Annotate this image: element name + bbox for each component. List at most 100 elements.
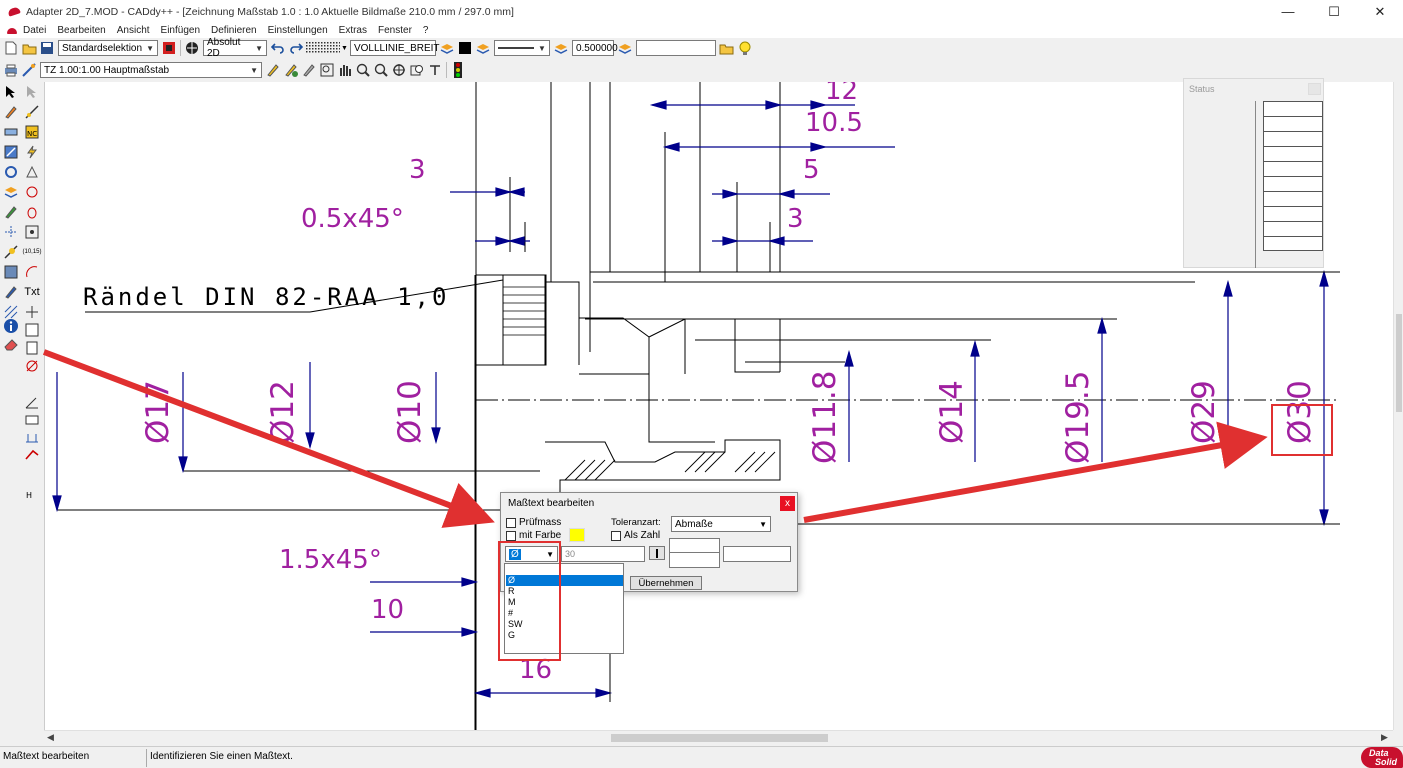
mit-farbe-checkbox-row[interactable]: mit Farbe xyxy=(506,530,561,541)
minimize-button[interactable]: — xyxy=(1281,4,1295,19)
scroll-left-icon[interactable]: ◀ xyxy=(47,732,54,742)
zoom-window-icon[interactable] xyxy=(319,62,335,78)
open-folder-icon[interactable] xyxy=(21,40,37,56)
snap-color-icon[interactable] xyxy=(161,40,177,56)
layers-tool-icon[interactable] xyxy=(3,184,19,200)
color-swatch-icon[interactable] xyxy=(457,40,473,56)
text-tool-label[interactable]: Txt xyxy=(24,286,40,298)
scale-tool-icon[interactable] xyxy=(21,62,37,78)
info-icon[interactable] xyxy=(3,318,19,334)
lightning-tool-icon[interactable] xyxy=(24,144,40,160)
new-file-icon[interactable] xyxy=(3,40,19,56)
selection-mode-select[interactable]: Standardselektion▼ xyxy=(58,40,158,56)
dim-label-dia-10[interactable]: Ø10 xyxy=(392,380,428,444)
dim-tool-icon[interactable] xyxy=(24,322,40,338)
chain-dim-icon[interactable] xyxy=(24,428,40,444)
zoom-previous-icon[interactable] xyxy=(409,62,425,78)
layer-folder-icon[interactable] xyxy=(719,40,735,56)
als-zahl-checkbox-row[interactable]: Als Zahl xyxy=(611,530,660,541)
dim-label-3-right[interactable]: 3 xyxy=(787,204,804,234)
dim-label-3-top[interactable]: 3 xyxy=(409,155,426,185)
pick-arrow-icon[interactable] xyxy=(24,84,40,100)
dimension-color-swatch[interactable] xyxy=(569,528,585,542)
print-icon[interactable] xyxy=(3,62,19,78)
dim-label-chamfer-top[interactable]: 0.5x45° xyxy=(301,204,404,234)
menu-help[interactable]: ? xyxy=(422,25,429,36)
pan-hand-icon[interactable] xyxy=(337,62,353,78)
dim-label-5[interactable]: 5 xyxy=(803,155,820,185)
mit-farbe-checkbox[interactable] xyxy=(506,530,516,541)
text-edit-icon[interactable] xyxy=(3,284,19,300)
menu-bearbeiten[interactable]: Bearbeiten xyxy=(57,25,106,36)
dim-label-dia-19-5[interactable]: Ø19.5 xyxy=(1060,370,1096,464)
dialog-close-button[interactable]: x xyxy=(780,496,795,511)
dim-label-dia-11-8[interactable]: Ø11.8 xyxy=(807,370,843,464)
select-arrow-icon[interactable] xyxy=(3,84,19,100)
dim-label-12[interactable]: 12 xyxy=(825,82,859,106)
zone-delete-icon[interactable] xyxy=(301,62,317,78)
layer-stack-icon[interactable] xyxy=(439,40,455,56)
rotate-tool-icon[interactable] xyxy=(3,164,19,180)
layer-stack-icon[interactable] xyxy=(475,40,491,56)
dim-label-10-5[interactable]: 10.5 xyxy=(805,108,863,138)
dim-label-dia-29[interactable]: Ø29 xyxy=(1186,380,1222,444)
measure-tool-icon[interactable] xyxy=(3,124,19,140)
snap-grid-icon[interactable] xyxy=(3,224,19,240)
dim-label-dia-12[interactable]: Ø12 xyxy=(265,380,301,444)
menu-datei[interactable]: Datei xyxy=(23,25,47,36)
close-button[interactable]: ✕ xyxy=(1374,3,1386,19)
dim-label-dia-17[interactable]: Ø17 xyxy=(140,380,176,444)
prefix-option-radius[interactable]: R xyxy=(508,586,515,596)
vertical-scroll-thumb[interactable] xyxy=(1396,314,1402,412)
nc-tool-icon[interactable]: NC xyxy=(24,124,40,140)
pruefmass-checkbox[interactable] xyxy=(506,517,516,528)
maximize-button[interactable]: ☐ xyxy=(1328,3,1340,19)
scale-zone-select[interactable]: TZ 1.00:1.00 Hauptmaßstab▼ xyxy=(40,62,262,78)
vertical-scrollbar[interactable] xyxy=(1393,82,1403,730)
menu-einstellungen[interactable]: Einstellungen xyxy=(267,25,328,36)
diameter-tool-icon[interactable] xyxy=(24,358,40,374)
save-icon[interactable] xyxy=(39,40,55,56)
ellipse-tool-icon[interactable] xyxy=(24,204,40,220)
pencil-icon[interactable] xyxy=(3,104,19,120)
pen-tool-icon[interactable] xyxy=(3,204,19,220)
elevation-tool-icon[interactable] xyxy=(24,340,40,356)
zoom-in-icon[interactable] xyxy=(355,62,371,78)
apply-button[interactable]: Übernehmen xyxy=(630,576,702,590)
hatch-tool-icon[interactable] xyxy=(3,304,19,320)
layer-stack-icon[interactable] xyxy=(553,40,569,56)
layer-name-field[interactable] xyxy=(635,40,716,56)
horizontal-scrollbar[interactable]: ◀ ▶ xyxy=(44,730,1393,744)
menu-definieren[interactable]: Definieren xyxy=(211,25,257,36)
dim-label-16[interactable]: 16 xyxy=(519,655,553,685)
zone-edit-icon[interactable] xyxy=(265,62,281,78)
dim-label-10[interactable]: 10 xyxy=(371,595,405,625)
menu-extras[interactable]: Extras xyxy=(338,25,367,36)
prefix-dropdown-list[interactable]: Ø R M # SW G xyxy=(504,563,624,654)
status-panel-close-button[interactable] xyxy=(1308,83,1321,95)
menu-einfuegen[interactable]: Einfügen xyxy=(160,25,201,36)
knurl-annotation[interactable]: Rändel DIN 82-RAA 1,0 xyxy=(83,283,450,311)
traffic-light-icon[interactable] xyxy=(450,62,466,78)
menu-ansicht[interactable]: Ansicht xyxy=(116,25,150,36)
dimension-tool-icon[interactable] xyxy=(3,264,19,280)
snap-point-icon[interactable] xyxy=(24,224,40,240)
scroll-right-icon[interactable]: ▶ xyxy=(1381,732,1388,742)
zone-new-icon[interactable] xyxy=(283,62,299,78)
tolerance-extra-field[interactable] xyxy=(723,546,791,562)
line-type-field[interactable]: VOLLLINIE_BREIT xyxy=(349,40,440,56)
prefix-option-wrench-size[interactable]: SW xyxy=(508,619,523,629)
chevron-down-icon[interactable]: ▼ xyxy=(341,44,348,52)
dim-label-dia-14[interactable]: Ø14 xyxy=(934,380,970,444)
zoom-all-icon[interactable] xyxy=(391,62,407,78)
prefix-option-diameter[interactable]: Ø xyxy=(506,575,623,586)
redo-icon[interactable] xyxy=(288,40,304,56)
modify-tool-icon[interactable] xyxy=(3,144,19,160)
circle-tool-icon[interactable] xyxy=(24,184,40,200)
undo-icon[interactable] xyxy=(270,40,286,56)
drawing-canvas[interactable]: 12 10.5 3 5 0.5x45° 3 1.5x45° 10 16 Ränd… xyxy=(44,82,1393,730)
tolerance-tool-icon[interactable] xyxy=(24,412,40,428)
triangle-tool-icon[interactable] xyxy=(24,164,40,180)
dimension-value-field[interactable]: 30 xyxy=(561,546,645,562)
zoom-out-icon[interactable] xyxy=(373,62,389,78)
